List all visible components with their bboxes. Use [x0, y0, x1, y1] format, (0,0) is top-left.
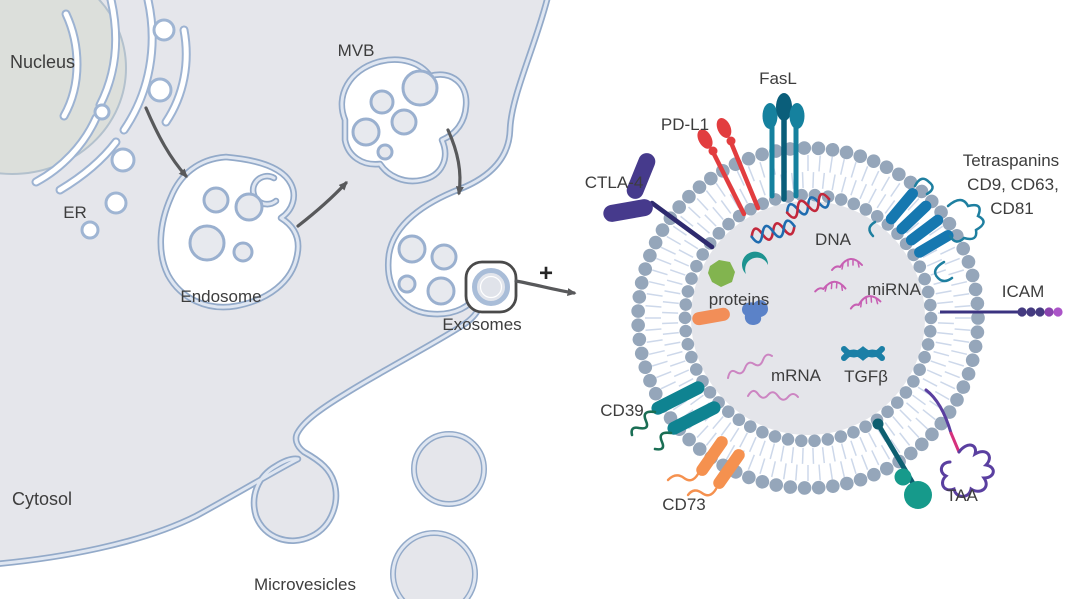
protein-green	[708, 260, 735, 287]
icam-protein	[940, 307, 1063, 317]
microvesicles-label: Microvesicles	[254, 575, 356, 594]
arrow-er-to-endosome	[144, 106, 188, 178]
exosome-detail: FasL PD-L1 CTLA-4 Tetraspanins CD9, CD63…	[585, 69, 1063, 514]
proteins-cluster	[692, 251, 769, 326]
taa-label: TAA	[946, 486, 978, 505]
endosome-vesicle	[202, 186, 230, 214]
cytosol-label: Cytosol	[12, 489, 72, 509]
mvb	[338, 56, 470, 185]
arrow-exosome-to-detail	[514, 279, 577, 296]
ctla4-label: CTLA-4	[585, 173, 644, 192]
mvb-vesicle	[369, 89, 395, 115]
released-exosome	[397, 234, 427, 264]
er-vesicle	[80, 220, 100, 240]
er-vesicle	[147, 77, 173, 103]
er-vesicle	[152, 18, 176, 42]
tetraspanins-protein	[868, 177, 985, 283]
released-exosome	[397, 274, 417, 294]
er	[31, 0, 191, 240]
mrna-label: mRNA	[771, 366, 822, 385]
protein-orange	[692, 307, 730, 326]
er-vesicle	[93, 103, 111, 121]
tetraspanins-label-line1: Tetraspanins	[963, 151, 1059, 170]
fasl-label: FasL	[759, 69, 797, 88]
pdl1-protein	[697, 118, 761, 217]
exosome-release-site	[397, 234, 458, 306]
taa-protein	[872, 418, 932, 509]
mvb-vesicle	[390, 108, 418, 136]
protein-teal	[742, 251, 769, 274]
nucleus-label: Nucleus	[10, 52, 75, 72]
protein-blue	[742, 300, 768, 325]
exosomes-label: Exosomes	[442, 315, 521, 334]
er-label: ER	[63, 203, 87, 222]
boxed-exosome	[464, 260, 518, 314]
microvesicles	[390, 431, 487, 599]
endosome-vesicle	[232, 241, 254, 263]
mvb-vesicle	[401, 69, 439, 107]
mvb-label: MVB	[338, 41, 375, 60]
mvb-vesicle	[376, 143, 394, 161]
tgfb-molecule	[841, 346, 885, 361]
arrow-endosome-to-mvb	[296, 181, 348, 228]
cd39-label: CD39	[600, 401, 643, 420]
mvb-vesicle	[351, 117, 381, 147]
mirna-label: miRNA	[867, 280, 921, 299]
endosome-vesicle	[188, 224, 226, 262]
ctla4-protein	[603, 153, 715, 250]
cd39-protein	[630, 381, 721, 451]
cd73-protein	[666, 436, 745, 497]
lipid-bilayer-inner-beads	[678, 188, 938, 448]
icam-label: ICAM	[1002, 282, 1045, 301]
arrow-mvb-to-membrane	[446, 128, 464, 196]
tetraspanins-label-line3: CD81	[990, 199, 1033, 218]
proteins-label: proteins	[709, 290, 769, 309]
mrna-molecules	[727, 353, 799, 401]
dna-label: DNA	[815, 230, 852, 249]
pdl1-label: PD-L1	[661, 115, 709, 134]
er-vesicle	[110, 147, 136, 173]
endosome-label: Endosome	[180, 287, 261, 306]
endosome	[157, 153, 302, 311]
fasl-protein	[762, 93, 805, 202]
lipid-bilayer-outer-beads	[631, 141, 985, 495]
endosome-vesicle	[234, 192, 264, 222]
tgfb-label: TGFβ	[844, 367, 888, 386]
released-exosome	[430, 243, 458, 271]
cd73-label: CD73	[662, 495, 705, 514]
glycoprotein-squiggle	[924, 388, 995, 498]
dna-molecule	[750, 192, 831, 244]
mirna-molecules	[814, 258, 882, 310]
tetraspanins-label-line2: CD9, CD63,	[967, 175, 1059, 194]
plus-sign: +	[539, 260, 553, 287]
er-vesicle	[104, 191, 128, 215]
cell: Nucleus ER MVB Endosome Exosomes Cytosol…	[0, 0, 577, 599]
released-exosome	[426, 276, 456, 306]
